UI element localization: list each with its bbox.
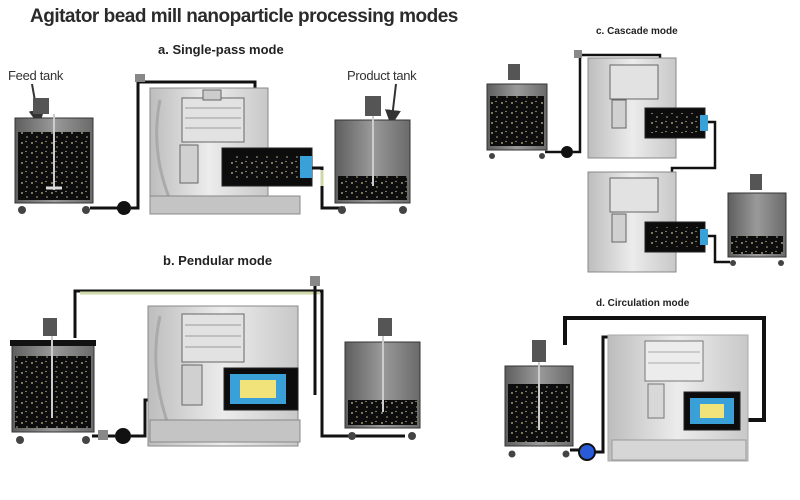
tank-b-right bbox=[344, 318, 421, 440]
bead-mill-c2 bbox=[587, 171, 708, 273]
pump-a bbox=[117, 201, 131, 215]
diagram-title: Agitator bead mill nanoparticle processi… bbox=[30, 6, 458, 27]
panel-c bbox=[486, 50, 787, 273]
tank-b-left bbox=[10, 318, 96, 444]
bead-mill-b bbox=[147, 305, 301, 447]
panel-d bbox=[504, 316, 766, 462]
panel-a-title: a. Single-pass mode bbox=[158, 42, 284, 57]
pump-c bbox=[561, 146, 573, 158]
feed-tank-label: Feed tank bbox=[8, 68, 64, 83]
tank-c-product bbox=[727, 174, 787, 266]
panel-b-title: b. Pendular mode bbox=[163, 253, 273, 268]
valve-b bbox=[98, 430, 108, 440]
panel-d-title: d. Circulation mode bbox=[596, 298, 690, 309]
feed-tank-a bbox=[14, 98, 94, 214]
bead-mill-c1 bbox=[587, 57, 708, 159]
pump-b bbox=[115, 428, 131, 444]
product-tank-a bbox=[334, 96, 411, 214]
tank-d bbox=[504, 340, 574, 458]
pump-d bbox=[578, 443, 596, 461]
panel-b bbox=[10, 276, 421, 447]
bead-mill-a bbox=[149, 87, 313, 215]
bead-mill-d bbox=[607, 334, 749, 462]
valve-a bbox=[135, 74, 145, 82]
panel-c-title: c. Cascade mode bbox=[596, 26, 678, 37]
panel-a bbox=[14, 74, 411, 215]
product-tank-label: Product tank bbox=[347, 68, 417, 83]
product-tank-pointer bbox=[384, 83, 401, 126]
tank-c-feed bbox=[486, 64, 548, 159]
